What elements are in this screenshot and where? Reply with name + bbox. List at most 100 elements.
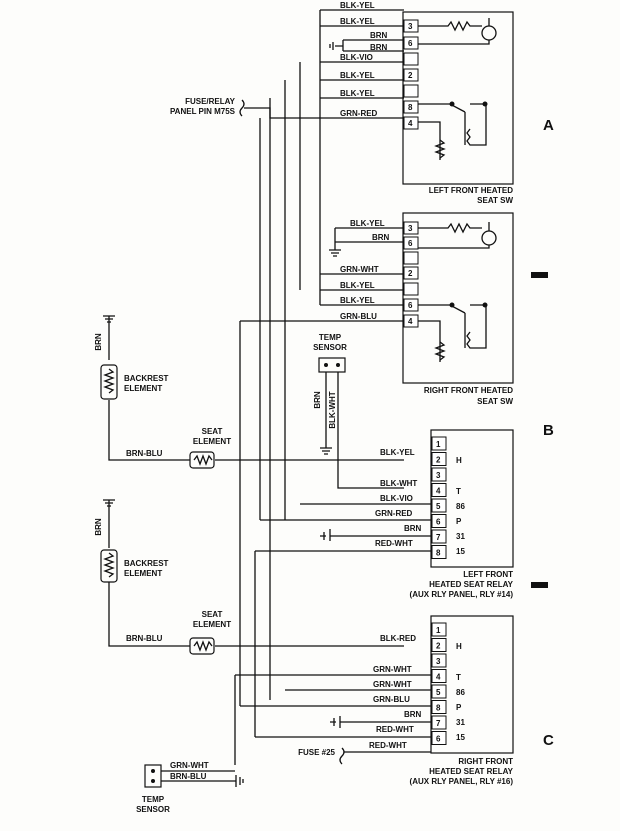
wire-label: BLK-YEL (340, 296, 375, 305)
wire-label: BLK-YEL (350, 219, 385, 228)
relay-pin: 7 (436, 719, 441, 728)
wire-label: GRN-BLU (340, 312, 377, 321)
terminal-label: 86 (456, 688, 465, 697)
backrest-label: ELEMENT (124, 384, 162, 393)
fuse-relay-label: PANEL PIN M75S (170, 107, 236, 116)
switch-b-title: SEAT SW (477, 397, 513, 406)
wire-label: RED-WHT (369, 741, 407, 750)
relay-pin-box (431, 483, 447, 497)
terminal-label: H (456, 642, 462, 651)
relay-pin-box (431, 715, 447, 730)
relay-pin-box (431, 514, 447, 528)
switch-a-pin: 6 (408, 39, 413, 48)
ground-icon (329, 242, 341, 257)
relay-left-title: (AUX RLY PANEL, RLY #14) (410, 590, 514, 599)
temp-sensor-box (318, 357, 346, 373)
switch-a-title: LEFT FRONT HEATED (429, 186, 514, 195)
relay-pin-box (431, 638, 447, 652)
relay-right-box (430, 615, 514, 754)
relay-pin-box (431, 545, 447, 559)
relay-left-title: HEATED SEAT RELAY (429, 580, 514, 589)
marker-dash (531, 272, 548, 278)
seat-element (189, 637, 215, 655)
backrest-label: BACKREST (124, 559, 169, 568)
switch-a-box (402, 11, 514, 185)
wire-label: BLK-RED (380, 634, 416, 643)
temp-sensor-label: SENSOR (313, 343, 347, 352)
wire-label: BLK-VIO (340, 53, 373, 62)
ground-icon (103, 315, 404, 461)
relay-pin: 2 (436, 642, 441, 651)
terminal-label: H (456, 456, 462, 465)
ground-icon (103, 499, 404, 647)
wire-label: GRN-WHT (373, 665, 412, 674)
terminal-label: 86 (456, 502, 465, 511)
switch-b-pin: 3 (408, 224, 413, 233)
seat-label: ELEMENT (193, 437, 231, 446)
wire-label: GRN-BLU (373, 695, 410, 704)
relay-pin: 4 (436, 487, 441, 496)
relay-pin: 1 (436, 440, 441, 449)
relay-pin: 3 (436, 471, 441, 480)
switch-b-pin: 6 (408, 239, 413, 248)
switch-b-pin: 2 (408, 269, 413, 278)
seat-label: ELEMENT (193, 620, 231, 629)
terminal-label: P (456, 703, 462, 712)
marker-a: A (543, 117, 554, 134)
seat-element (189, 451, 215, 469)
relay-pin: 6 (436, 518, 441, 527)
wire-label: BRN-BLU (126, 634, 163, 643)
fuse-relay-label: FUSE/RELAY (185, 97, 236, 106)
relay-pin: 1 (436, 626, 441, 635)
relay-right-title: (AUX RLY PANEL, RLY #16) (410, 777, 514, 786)
lamp-icon (481, 230, 497, 246)
relay-pin: 8 (436, 704, 441, 713)
wire-label: GRN-RED (375, 509, 413, 518)
wire-label: BRN (370, 43, 388, 52)
wire-label: BLK-YEL (340, 1, 375, 10)
relay-left-title: LEFT FRONT (463, 570, 513, 579)
wire-label: BRN (94, 518, 103, 536)
wire-label: GRN-WHT (170, 761, 209, 770)
wire-label: BRN (94, 333, 103, 351)
wire-label: BRN (372, 233, 390, 242)
lamp-icon (481, 25, 497, 41)
temp-sensor-label: TEMP (319, 333, 342, 342)
relay-pin-box (431, 467, 447, 482)
relay-pin-box (431, 452, 447, 466)
relay-pin: 5 (436, 688, 441, 697)
switch-a-pin: 8 (408, 103, 413, 112)
left-seat-elements: BRN BACKREST ELEMENT SEAT ELEMENT BRN-BL… (94, 315, 404, 469)
switch-a-pin: 4 (408, 119, 413, 128)
backrest-label: BACKREST (124, 374, 169, 383)
seat-label: SEAT (202, 610, 223, 619)
wire-label: BLK-VIO (380, 494, 413, 503)
temp-sensor-label: SENSOR (136, 805, 170, 814)
bus-wires (234, 321, 256, 765)
wire-label: BRN-BLU (170, 772, 207, 781)
relay-pin: 2 (436, 456, 441, 465)
relay-pin-box (431, 498, 447, 513)
relay-pin-box (431, 529, 447, 544)
temp-sensor-box (144, 764, 162, 788)
wire-label: BRN (404, 710, 422, 719)
switch-a-title: SEAT SW (477, 196, 513, 205)
wire-label: BLK-YEL (340, 71, 375, 80)
switch-a-pin: 3 (408, 22, 413, 31)
wire-label: GRN-WHT (340, 265, 379, 274)
switch-b-title: RIGHT FRONT HEATED (424, 386, 513, 395)
temp-sensor-bottom: GRN-WHT BRN-BLU TEMP SENSOR (136, 761, 244, 814)
wire-label: BLK-WHT (380, 479, 417, 488)
temp-sensor-label: TEMP (142, 795, 165, 804)
ground-icon (320, 447, 332, 455)
marker-c: C (543, 732, 554, 749)
relay-pin: 7 (436, 533, 441, 542)
wire-label: BRN (313, 391, 322, 409)
switch-b-box (402, 212, 514, 384)
relay-pin-box (431, 700, 447, 714)
relay-pin-box (431, 669, 447, 683)
